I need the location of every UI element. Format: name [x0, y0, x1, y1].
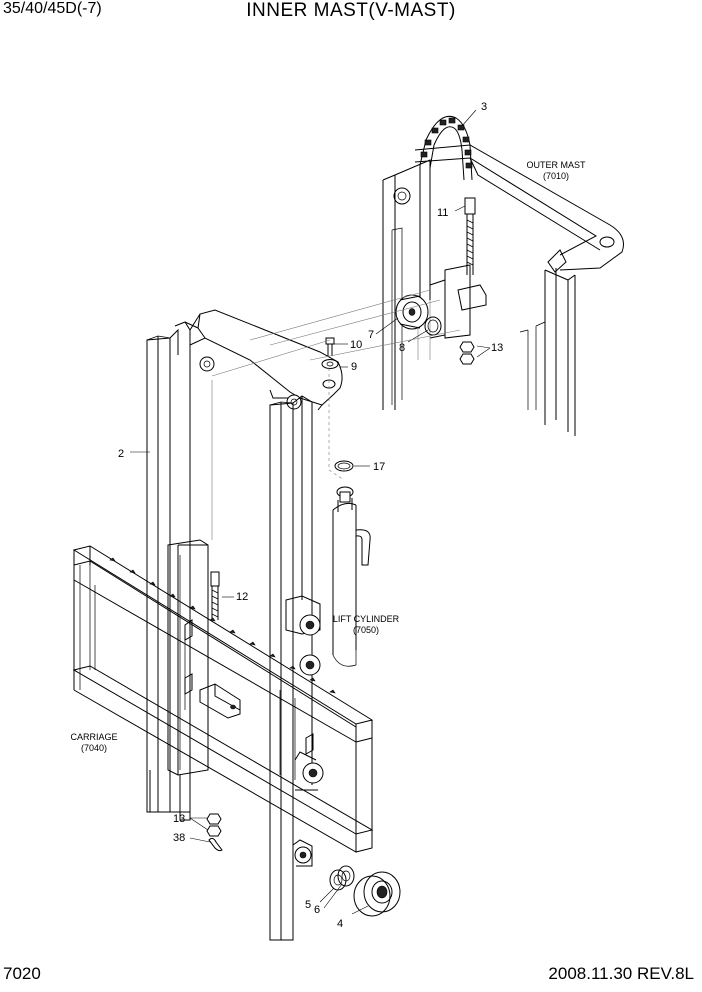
inner-mast: [146, 309, 343, 941]
outer-mast-ref: (7010): [543, 171, 569, 181]
page-number: 7020: [3, 964, 41, 983]
page-title: INNER MAST(V-MAST): [246, 0, 456, 21]
snap-ring: [424, 316, 442, 336]
callout-5: 5: [305, 899, 311, 911]
lift-cylinder: [332, 486, 371, 667]
callout-17: 17: [373, 461, 385, 473]
nuts-upper: [459, 341, 475, 365]
outer-mast-label: OUTER MAST: [526, 160, 586, 170]
callout-7: 7: [368, 329, 374, 341]
cotter-pin: [208, 837, 223, 852]
revision-stamp: 2008.11.30 REV.8L: [548, 964, 694, 983]
callout-10: 10: [350, 339, 362, 351]
nuts-lower: [206, 813, 222, 837]
load-roller: [353, 871, 401, 917]
lift-cylinder-label: LIFT CYLINDER: [333, 614, 400, 624]
chain-anchor-bolt: [464, 197, 476, 275]
outer-mast: [382, 144, 624, 436]
chain-anchor-bolt-lower: [210, 571, 220, 620]
callout-8: 8: [399, 342, 405, 354]
callout-13-upper: 13: [491, 342, 503, 354]
shims: [329, 865, 355, 891]
leader-lines: [130, 109, 491, 915]
washer: [321, 359, 339, 369]
lift-cylinder-ref: (7050): [353, 625, 379, 635]
callout-12: 12: [236, 591, 248, 603]
lift-chain: [419, 115, 473, 181]
carriage-label: CARRIAGE: [70, 732, 117, 742]
callout-3: 3: [481, 101, 487, 113]
carriage-ref: (7040): [81, 743, 107, 753]
model-number: 35/40/45D(-7): [3, 0, 102, 17]
carriage: [72, 545, 374, 853]
callout-2: 2: [118, 448, 124, 460]
o-ring: [334, 460, 354, 472]
callout-4: 4: [337, 918, 343, 930]
callout-11: 11: [437, 207, 448, 219]
callout-9: 9: [351, 361, 357, 373]
chain-sheave: [395, 294, 429, 330]
anchor-block: [167, 539, 209, 776]
callout-38: 38: [173, 832, 185, 844]
callout-6: 6: [314, 904, 320, 916]
callout-13-lower: 13: [173, 813, 185, 825]
